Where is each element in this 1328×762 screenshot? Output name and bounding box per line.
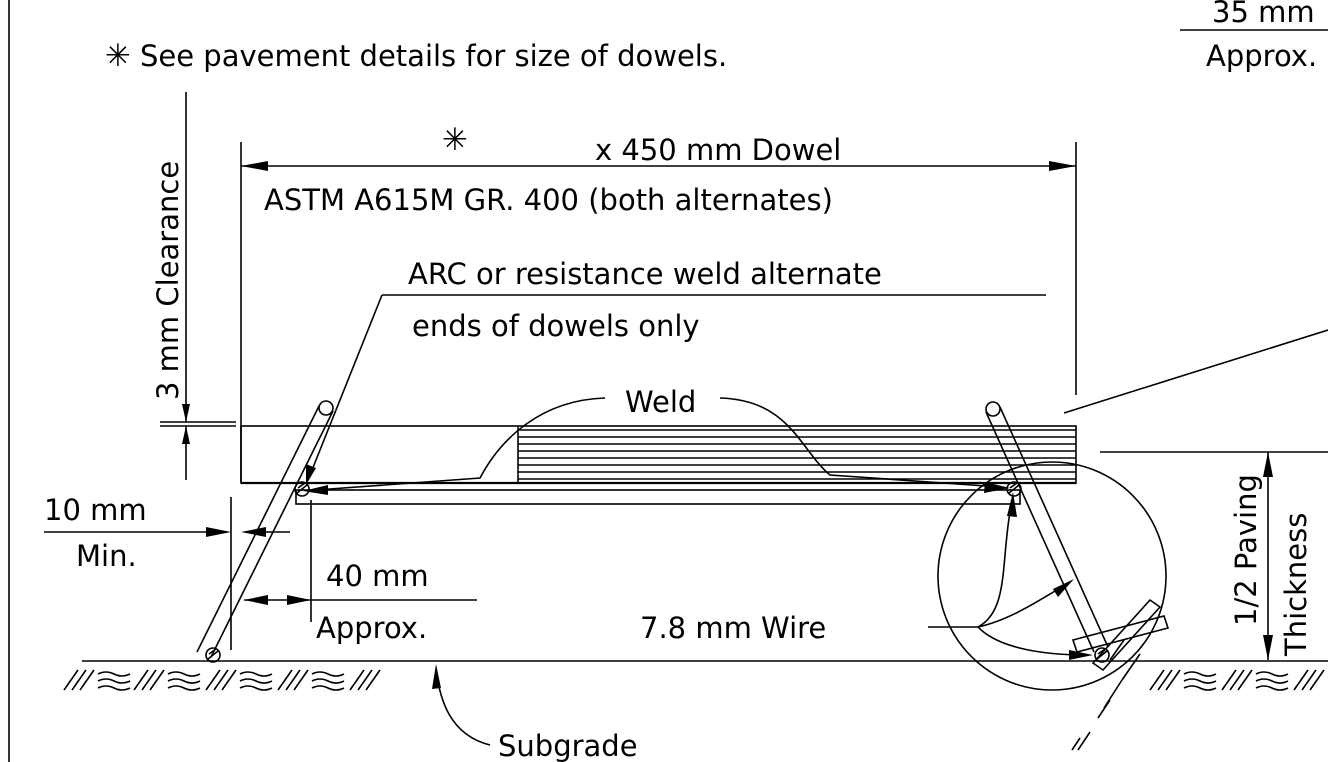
approx-dim-arrow-left (244, 595, 268, 605)
weld-note-leader-arrow (306, 464, 316, 485)
right-support-wire (985, 401, 1109, 653)
asterisk-symbol: ✳ (105, 38, 131, 74)
top-right-approx-label: Approx. (1206, 39, 1317, 73)
min-dim-arrow-right (241, 527, 266, 537)
subgrade-label: Subgrade (498, 729, 638, 762)
weld-leader-left-arrow (303, 485, 328, 495)
subgrade-hatch-right (1149, 669, 1325, 691)
wire-leader-2-arrow (1053, 579, 1074, 597)
dowel-length-arrow-left (241, 161, 268, 171)
weld-leader-left (315, 397, 606, 491)
min-dim-arrow-left (206, 527, 231, 537)
min-label: Min. (76, 539, 137, 573)
min-dim-label: 10 mm (44, 493, 147, 527)
detail-callout-circle (937, 461, 1167, 691)
right-base-weld-dot (1094, 647, 1110, 663)
dowel-bar-stack (240, 425, 1077, 485)
dowel-bar-hatch (517, 426, 1076, 483)
wire-leader-3-arrow (1069, 650, 1093, 660)
left-weld-hatch (296, 482, 308, 494)
cut-wire-dashed (1071, 639, 1141, 751)
clearance-arrow-bottom (182, 426, 190, 444)
thickness-label: Thickness (1279, 513, 1313, 657)
wire-leader-1 (977, 499, 1013, 628)
half-paving-arrow-bottom (1263, 635, 1273, 660)
weld-note-line1: ARC or resistance weld alternate (408, 257, 882, 291)
approx-dim-label: 40 mm (326, 559, 429, 593)
weld-label: Weld (625, 385, 696, 419)
dowel-asterisk-symbol: ✳ (442, 122, 468, 158)
left-base-weld-hatch (207, 648, 219, 660)
right-weld-hatch (1008, 482, 1020, 494)
dowel-bar-outline (240, 425, 1077, 484)
weld-note-leader (311, 294, 383, 471)
dowel-length-arrow-right (1049, 161, 1076, 171)
clearance-arrow-top (182, 404, 190, 422)
weld-note-line2: ends of dowels only (412, 309, 700, 343)
clearance-label: 3 mm Clearance (151, 161, 185, 400)
weld-leader-right (719, 397, 1001, 488)
wire-leader-1-arrow (1007, 492, 1017, 517)
wire-label: 7.8 mm Wire (640, 611, 826, 645)
dowel-size-note: See pavement details for size of dowels. (140, 39, 727, 73)
wire-leader-3 (977, 626, 1086, 656)
support-wire-bar (295, 489, 1021, 505)
approx-label: Approx. (316, 611, 427, 645)
dowel-length-label: x 450 mm Dowel (595, 133, 841, 167)
approx-dim-arrow-right (287, 595, 311, 605)
subgrade-leader-arrow (432, 664, 441, 689)
astm-spec-label: ASTM A615M GR. 400 (both alternates) (264, 183, 833, 217)
subgrade-leader (435, 669, 491, 746)
detail-callout-leader (1063, 329, 1328, 414)
cut-wire-stub (1071, 598, 1170, 672)
half-paving-arrow-top (1263, 452, 1273, 477)
half-paving-label: 1/2 Paving (1229, 474, 1263, 626)
left-base-weld-dot (205, 647, 221, 663)
subgrade-hatch-left (63, 669, 381, 691)
top-right-dim-label: 35 mm (1212, 0, 1315, 29)
weld-leader-right-arrow (984, 482, 1010, 493)
